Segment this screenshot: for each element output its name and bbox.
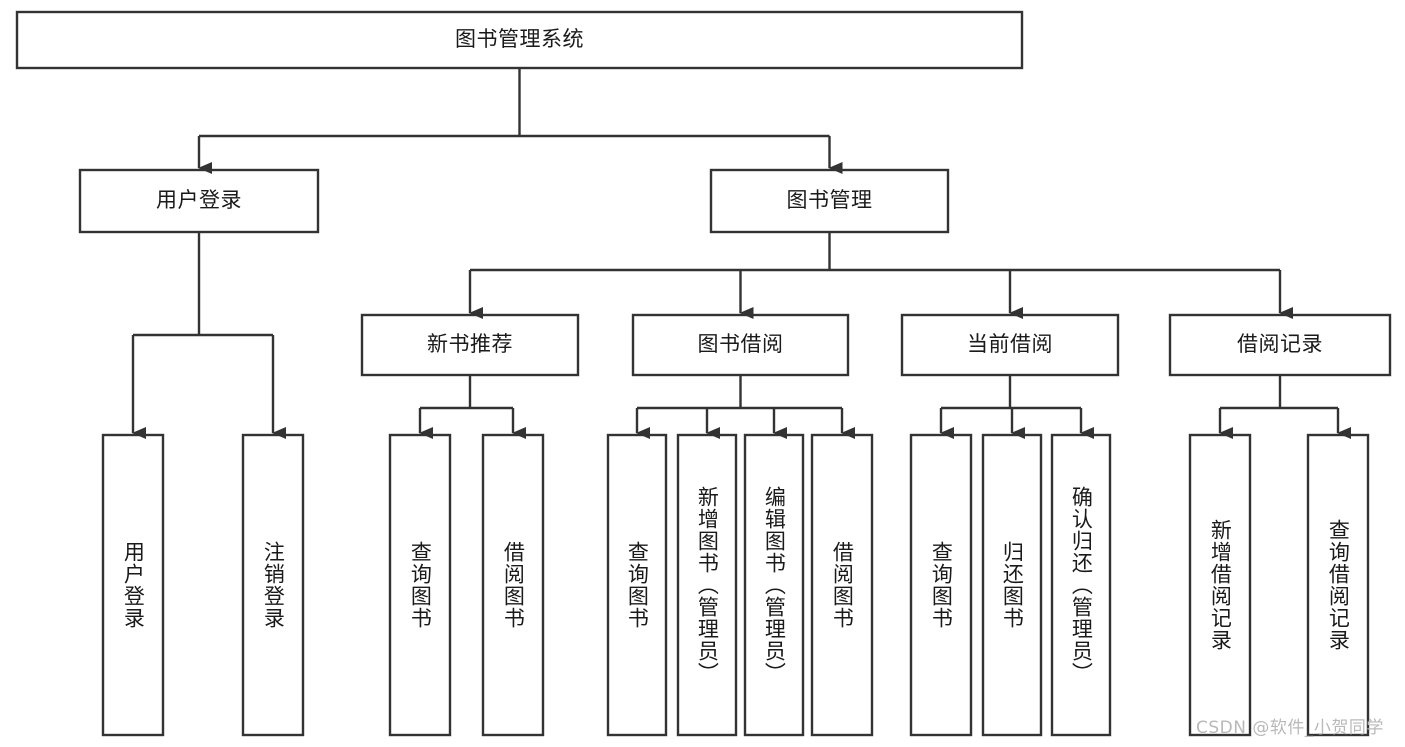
node-user-login[interactable] <box>78 168 320 234</box>
node-leaf-query-book-2[interactable] <box>606 433 668 737</box>
node-new-book-rec-label: 新书推荐 <box>427 332 513 357</box>
node-leaf-query-book-1-label: 查询图书 <box>408 541 433 629</box>
node-borrow-record-label: 借阅记录 <box>1237 332 1323 357</box>
node-leaf-user-login-label: 用户登录 <box>121 541 146 629</box>
node-user-login-label: 用户登录 <box>156 188 242 213</box>
node-leaf-query-book-1[interactable] <box>388 433 452 737</box>
node-leaf-return-book[interactable] <box>981 433 1043 737</box>
node-leaf-confirm-return[interactable] <box>1050 433 1112 737</box>
watermark-text: CSDN @软件_小贺同学 <box>1196 718 1384 738</box>
node-leaf-add-record[interactable] <box>1188 433 1252 737</box>
node-root-label: 图书管理系统 <box>455 27 584 52</box>
node-leaf-confirm-return-label: 确认归还（管理员） <box>1069 486 1094 684</box>
node-leaf-borrow-book-2-label: 借阅图书 <box>830 541 855 629</box>
node-root[interactable] <box>15 10 1024 70</box>
node-new-book-rec[interactable] <box>360 313 580 377</box>
node-current-borrow[interactable] <box>900 313 1120 377</box>
node-book-manage-label: 图书管理 <box>786 188 873 213</box>
node-leaf-user-login[interactable] <box>101 433 165 737</box>
connector-layer <box>131 68 1351 439</box>
node-leaf-edit-book-label: 编辑图书（管理员） <box>762 486 787 684</box>
node-leaf-borrow-book-1[interactable] <box>481 433 545 737</box>
node-leaf-query-book-3[interactable] <box>909 433 973 737</box>
node-leaf-logout-label: 注销登录 <box>261 541 286 629</box>
node-boxes-layer <box>15 10 1392 737</box>
node-leaf-borrow-book-2[interactable] <box>810 433 874 737</box>
node-leaf-logout[interactable] <box>241 433 305 737</box>
node-leaf-add-book[interactable] <box>676 433 738 737</box>
node-book-borrow-label: 图书借阅 <box>697 332 784 357</box>
node-leaf-return-book-label: 归还图书 <box>1000 541 1025 629</box>
node-current-borrow-label: 当前借阅 <box>967 332 1053 357</box>
node-leaf-query-book-2-label: 查询图书 <box>625 541 650 629</box>
node-leaf-query-record[interactable] <box>1306 433 1370 737</box>
node-leaf-borrow-book-1-label: 借阅图书 <box>501 541 526 629</box>
node-leaf-query-record-label: 查询借阅记录 <box>1326 519 1351 651</box>
node-leaf-add-record-label: 新增借阅记录 <box>1208 519 1233 651</box>
node-leaf-query-book-3-label: 查询图书 <box>929 541 954 629</box>
node-leaf-add-book-label: 新增图书（管理员） <box>695 486 720 684</box>
